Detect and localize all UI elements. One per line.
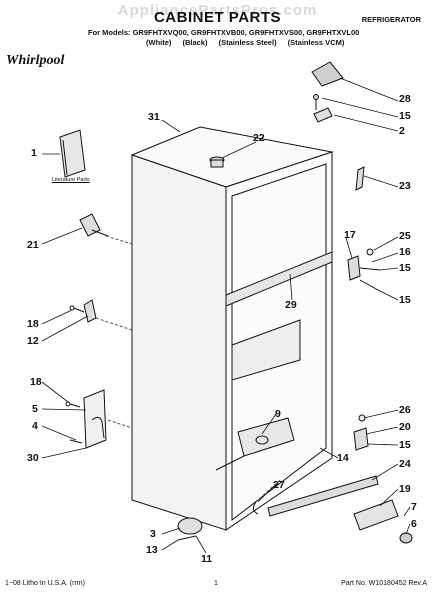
color-black: (Black): [182, 38, 208, 47]
literature-parts-label: Literature Parts: [52, 177, 90, 183]
footer-page-number: 1: [214, 580, 218, 587]
callout-30: 30: [27, 452, 39, 464]
callout-5: 5: [32, 403, 38, 415]
page-title: CABINET PARTS: [153, 9, 282, 26]
callout-22: 22: [253, 132, 265, 144]
brand-logo: Whirlpool: [6, 53, 65, 68]
callout-4: 4: [32, 420, 38, 432]
callout-17: 17: [344, 229, 356, 241]
callout-14: 14: [337, 452, 349, 464]
watermark-text: AppliancePartsPros.com: [117, 2, 318, 19]
callout-6: 6: [411, 518, 417, 530]
callout-15: 15: [399, 439, 411, 451]
color-list: (White) (Black) (Stainless Steel) (Stain…: [146, 38, 353, 47]
callout-3: 3: [150, 528, 156, 540]
category-label: REFRIGERATOR: [361, 15, 421, 24]
callout-20: 20: [399, 421, 411, 433]
callout-29: 29: [285, 299, 297, 311]
callout-11: 11: [201, 553, 213, 565]
callout-15: 15: [399, 294, 411, 306]
footer-part-number: Part No. W10180452 Rev.A: [341, 580, 427, 587]
callout-9: 9: [275, 408, 281, 420]
callout-13: 13: [146, 544, 158, 556]
callout-18: 18: [30, 376, 42, 388]
callout-7: 7: [411, 501, 417, 513]
color-vcm: (Stainless VCM): [287, 38, 345, 47]
callout-25: 25: [399, 230, 411, 242]
callout-28: 28: [399, 93, 411, 105]
callout-16: 16: [399, 246, 411, 258]
callout-31: 31: [148, 111, 160, 123]
callout-15: 15: [399, 110, 411, 122]
callout-26: 26: [399, 404, 411, 416]
color-stainless: (Stainless Steel): [218, 38, 277, 47]
callout-12: 12: [27, 335, 39, 347]
callout-27: 27: [273, 479, 285, 491]
callout-15: 15: [399, 262, 411, 274]
callout-21: 21: [27, 239, 39, 251]
literature-booklet-shape: [59, 129, 86, 178]
callout-18: 18: [27, 318, 39, 330]
callout-23: 23: [399, 180, 411, 192]
callout-24: 24: [399, 458, 411, 470]
cabinet-shell-shape: [130, 126, 334, 531]
model-list: For Models: GR9FHTXVQ00, GR9FHTXVB00, GR…: [88, 28, 360, 37]
footer-litho: 1−08 Litho In U.S.A. (rrm): [5, 580, 85, 587]
color-white: (White): [146, 38, 172, 47]
callout-2: 2: [399, 125, 405, 137]
callout-1: 1: [31, 147, 37, 159]
callout-19: 19: [399, 483, 411, 495]
